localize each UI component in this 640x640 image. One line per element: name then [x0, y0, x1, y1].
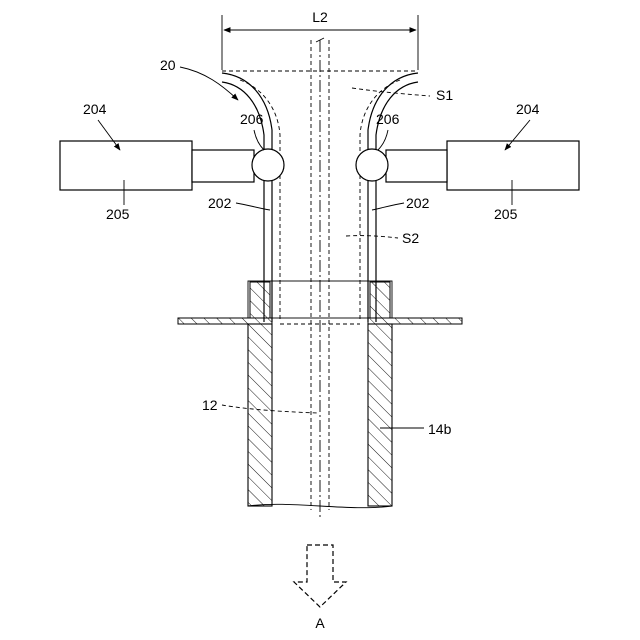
label-20: 20	[160, 57, 238, 100]
svg-text:202: 202	[406, 195, 430, 211]
svg-text:205: 205	[106, 206, 130, 222]
svg-text:20: 20	[160, 57, 176, 73]
svg-text:14b: 14b	[428, 421, 452, 437]
roller-right	[356, 149, 388, 181]
svg-text:204: 204	[83, 101, 107, 117]
body-left	[60, 141, 192, 190]
flow-label: A	[315, 615, 325, 631]
svg-text:202: 202	[208, 195, 232, 211]
svg-text:12: 12	[202, 397, 218, 413]
svg-text:206: 206	[240, 111, 264, 127]
label-wall-right: 202	[372, 195, 430, 211]
svg-text:206: 206	[376, 111, 400, 127]
label-s2: S2	[346, 230, 419, 246]
label-roller-left: 206	[240, 111, 264, 150]
label-wall-left: 202	[208, 195, 270, 211]
actuator-left	[60, 141, 284, 190]
rod-right	[386, 150, 447, 182]
label-s1: S1	[352, 87, 453, 103]
actuator-right	[356, 141, 579, 190]
svg-text:205: 205	[494, 206, 518, 222]
flow-arrow: A	[294, 545, 346, 631]
center-axis	[311, 38, 329, 520]
dimension-label: L2	[312, 9, 328, 25]
svg-text:S2: S2	[402, 230, 419, 246]
label-roller-right: 206	[376, 111, 400, 150]
body-right	[447, 141, 579, 190]
roller-left	[252, 149, 284, 181]
svg-text:204: 204	[516, 101, 540, 117]
svg-text:S1: S1	[436, 87, 453, 103]
rod-left	[192, 150, 254, 182]
